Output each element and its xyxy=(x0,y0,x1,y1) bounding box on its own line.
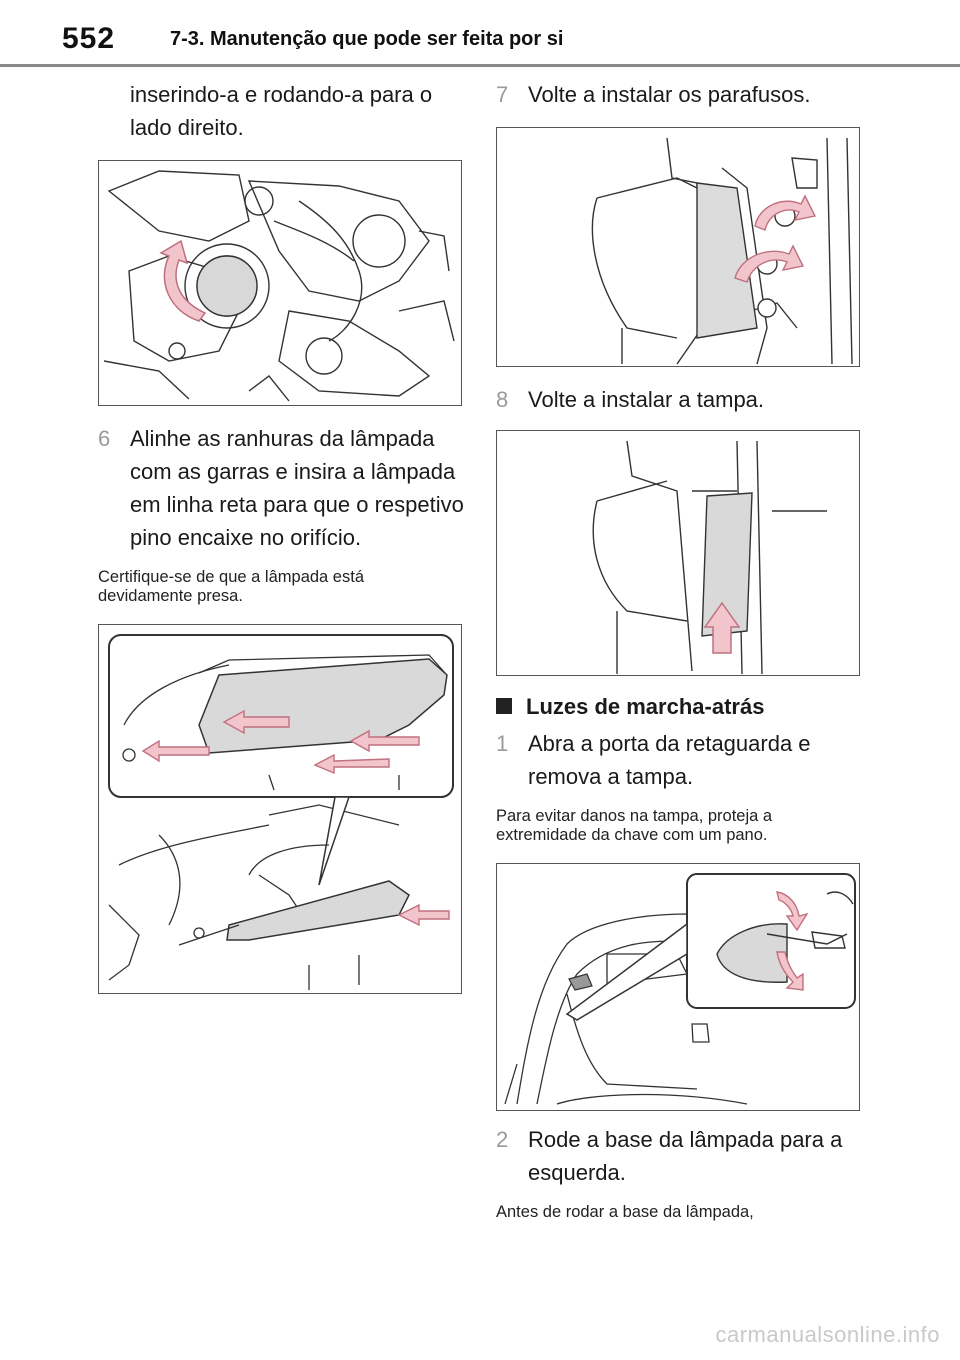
figure-reinstall-screws xyxy=(496,127,860,367)
continued-paragraph: inserindo-a e rodando-a para o lado dire… xyxy=(130,82,433,140)
rotate-arrow xyxy=(159,239,207,322)
step-7-number: 7 xyxy=(496,82,509,107)
step-8-text: Volte a instalar a tampa. xyxy=(528,387,765,412)
figure-cover-install xyxy=(98,624,462,994)
step-6-number: 6 xyxy=(98,426,111,451)
step-1-note: Para evitar danos na tampa, proteja a ex… xyxy=(496,807,773,844)
watermark: carmanualsonline.info xyxy=(715,1322,940,1347)
step-2-number: 2 xyxy=(496,1127,509,1152)
heading-square-icon xyxy=(496,698,512,714)
step-8-number: 8 xyxy=(496,387,509,412)
figure-reinstall-cover xyxy=(496,430,860,676)
right-column: 7 Volte a instalar os parafusos. xyxy=(496,76,860,1222)
cover-reinstall-illustration xyxy=(592,440,827,674)
left-column: inserindo-a e rodando-a para o lado dire… xyxy=(98,76,464,994)
step-6: 6 Alinhe as ranhuras da lâmpada com as g… xyxy=(98,422,470,554)
cover-install-illustration xyxy=(108,634,454,990)
push-up-arrow xyxy=(703,601,741,654)
step-7-text: Volte a instalar os parafusos. xyxy=(528,82,811,107)
step-6-text: Alinhe as ranhuras da lâmpada com as gar… xyxy=(130,426,464,550)
step-2: 2 Rode a base da lâmpada para a esquerda… xyxy=(496,1123,860,1189)
page-header: 552 7-3. Manutenção que pode ser feita p… xyxy=(0,0,960,70)
tailgate-illustration xyxy=(504,873,856,1105)
bulb-rotate-illustration xyxy=(103,170,455,402)
step-1-text: Abra a porta da retaguarda e remova a ta… xyxy=(528,731,811,789)
step-2-note: Antes de rodar a base da lâmpada, xyxy=(496,1203,754,1221)
section-title: 7-3. Manutenção que pode ser feita por s… xyxy=(170,28,564,50)
step-1: 1 Abra a porta da retaguarda e remova a … xyxy=(496,727,860,793)
section-heading-reverse-lights: Luzes de marcha-atrás xyxy=(496,690,860,723)
figure-tailgate-cover xyxy=(496,863,860,1111)
step-1-number: 1 xyxy=(496,731,509,756)
step-8: 8 Volte a instalar a tampa. xyxy=(496,383,860,416)
step-2-text: Rode a base da lâmpada para a esquerda. xyxy=(528,1127,843,1185)
page-number: 552 xyxy=(62,22,116,55)
header-divider xyxy=(0,64,960,67)
screws-illustration xyxy=(591,137,853,365)
step-6-note: Certifique-se de que a lâmpada está devi… xyxy=(98,568,364,605)
step-7: 7 Volte a instalar os parafusos. xyxy=(496,78,860,111)
heading-text: Luzes de marcha-atrás xyxy=(526,694,765,719)
figure-bulb-rotate xyxy=(98,160,462,406)
